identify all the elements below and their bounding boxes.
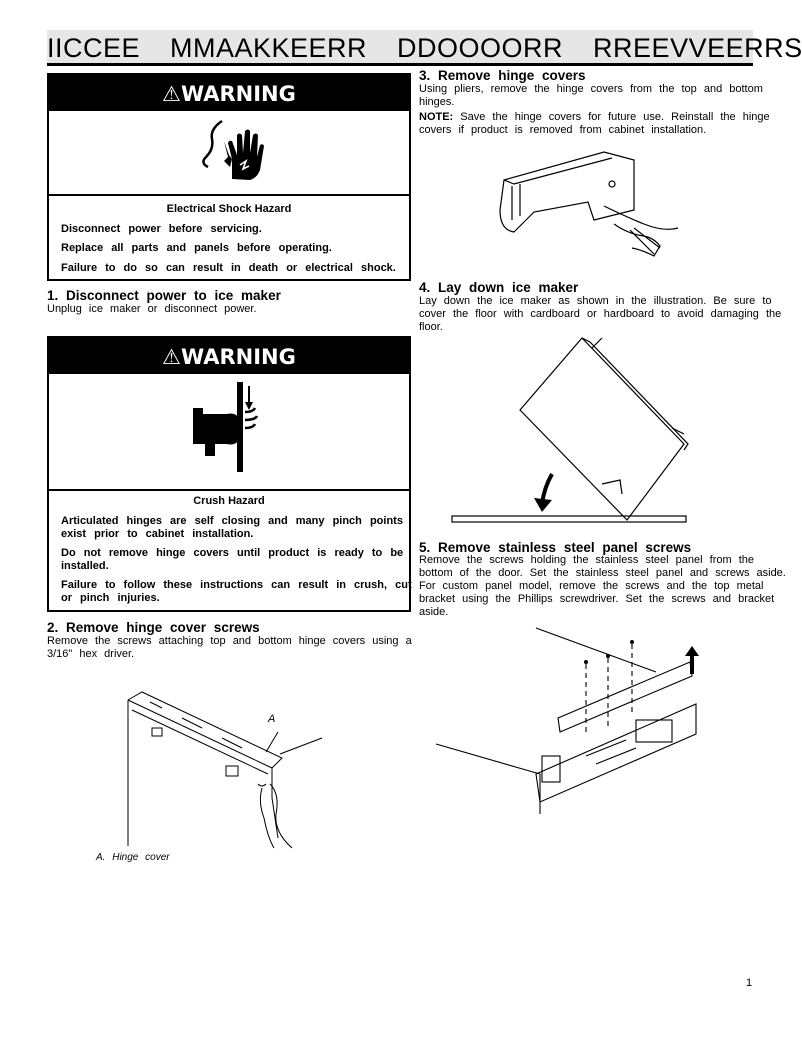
note-text: Save the hinge covers for future use. Re… <box>419 111 770 136</box>
crush-hazard-icon <box>193 382 259 472</box>
hazard-line: Do not remove hinge covers until product… <box>61 547 404 559</box>
title-rule <box>47 63 753 66</box>
note-label: NOTE: <box>419 111 454 123</box>
step-4-body: Lay down the ice maker as shown in the i… <box>419 295 782 333</box>
hazard-line: Failure to follow these instructions can… <box>61 579 412 591</box>
warning-header: ⚠WARNING <box>49 75 409 111</box>
hazard-title: Crush Hazard <box>193 495 265 507</box>
hazard-line: exist prior to cabinet installation. <box>61 528 254 540</box>
warning-divider <box>49 194 409 196</box>
warning-header: ⚠WARNING <box>49 338 409 374</box>
step-4-heading: 4. Lay down ice maker <box>419 280 579 295</box>
step-3-heading: 3. Remove hinge covers <box>419 68 586 83</box>
step-3-note: NOTE: Save the hinge covers for future u… <box>419 111 797 137</box>
figure-caption: A. Hinge cover <box>96 852 170 863</box>
step-3-body: Using pliers, remove the hinge covers fr… <box>419 83 763 108</box>
step-2-body: Remove the screws attaching top and bott… <box>47 635 412 660</box>
warning-box-crush: ⚠WARNING Crush Hazard Articulated hinges… <box>47 336 412 612</box>
hinge-cover-screws-illustration: A <box>127 691 323 849</box>
remove-hinge-covers-illustration <box>499 151 679 257</box>
warning-divider <box>49 489 409 491</box>
hazard-line: Disconnect power before servicing. <box>61 223 262 235</box>
page-number: 1 <box>746 977 753 989</box>
electrical-shock-icon <box>202 119 264 180</box>
panel-screws-illustration <box>435 627 699 814</box>
step-5-body: Remove the screws holding the stainless … <box>419 554 786 618</box>
hazard-line: Articulated hinges are self closing and … <box>61 515 403 527</box>
hazard-line: Failure to do so can result in death or … <box>61 262 396 274</box>
warning-box-electrical: ⚠WARNING Electrical Shock Hazard Disconn… <box>47 73 411 281</box>
lay-down-ice-maker-illustration <box>451 337 689 523</box>
title-bar <box>47 30 753 64</box>
hazard-title: Electrical Shock Hazard <box>166 203 292 215</box>
page-title: IICCEE MMAAKKEERR DDOOOORR RREEVVEERRSSA… <box>47 33 802 63</box>
step-1-body: Unplug ice maker or disconnect power. <box>47 303 257 315</box>
hazard-line: or pinch injuries. <box>61 592 160 604</box>
hinge-cover-callout: A <box>267 713 275 725</box>
step-5-heading: 5. Remove stainless steel panel screws <box>419 540 692 555</box>
step-1-heading: 1. Disconnect power to ice maker <box>47 288 281 303</box>
hazard-line: Replace all parts and panels before oper… <box>61 242 332 254</box>
hazard-line: installed. <box>61 560 109 572</box>
step-2-heading: 2. Remove hinge cover screws <box>47 620 260 635</box>
